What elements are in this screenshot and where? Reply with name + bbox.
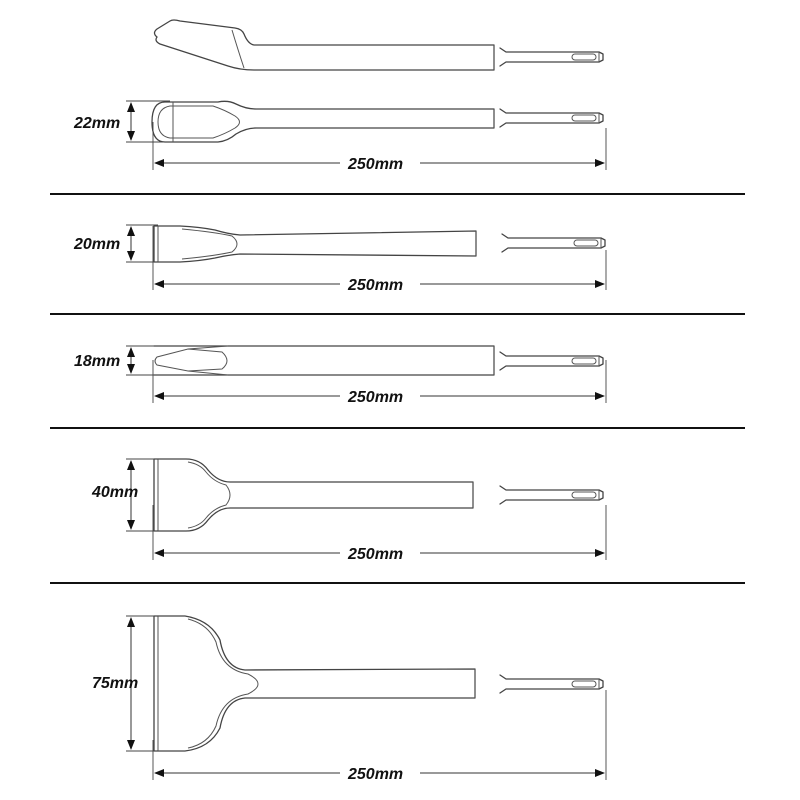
- side-view: [153, 19, 604, 71]
- width-label: 20mm: [73, 236, 120, 253]
- length-label: 250mm: [347, 766, 403, 783]
- width-label: 40mm: [91, 484, 138, 501]
- chisel-3-pointed: 18mm 250mm: [74, 345, 607, 406]
- chisel-1-bent-shovel: 22mm 250mm: [73, 19, 607, 173]
- chisel-5-tile: 75mm 250mm: [92, 615, 607, 783]
- length-label: 250mm: [347, 389, 403, 406]
- chisel-2-flat: 20mm 250mm: [73, 224, 607, 294]
- length-label: 250mm: [347, 277, 403, 294]
- chisel-4-wide: 40mm 250mm: [91, 458, 607, 563]
- width-label: 22mm: [73, 115, 120, 132]
- length-label: 250mm: [347, 156, 403, 173]
- top-view: [151, 100, 604, 143]
- width-label: 75mm: [92, 675, 138, 692]
- length-label: 250mm: [347, 546, 403, 563]
- width-label: 18mm: [74, 353, 120, 370]
